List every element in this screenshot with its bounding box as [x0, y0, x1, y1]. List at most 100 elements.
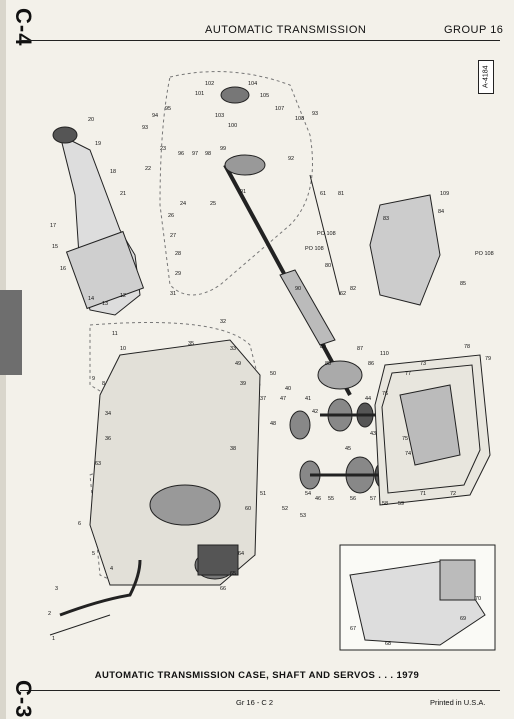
callout-100: 100: [228, 123, 237, 129]
callout-38: 38: [230, 446, 236, 452]
callout-26: 26: [168, 213, 174, 219]
servo-piston-1: [289, 410, 311, 440]
callout-15: 15: [52, 244, 58, 250]
callout-68: 68: [385, 641, 391, 647]
callout-67: 67: [350, 626, 356, 632]
callout-po108-a: PO 108: [305, 246, 324, 252]
exploded-view-diagram: 20 19 18 17 15 16 14 13 12 21 22 23 24 2…: [20, 55, 500, 655]
callout-52: 52: [282, 506, 288, 512]
oil-screen: [399, 384, 461, 466]
case-opening: [149, 484, 221, 526]
callout-105: 105: [260, 93, 269, 99]
extension-flange: [65, 230, 145, 310]
dipstick: [49, 614, 111, 636]
callout-110: 110: [380, 351, 389, 357]
callout-43: 43: [370, 431, 376, 437]
callout-24: 24: [180, 201, 186, 207]
callout-69: 69: [460, 616, 466, 622]
callout-71: 71: [420, 491, 426, 497]
callout-97: 97: [192, 151, 198, 157]
callout-28: 28: [175, 251, 181, 257]
oil-pan-rim: [381, 364, 481, 494]
bearing-top: [220, 86, 250, 104]
figure-caption: AUTOMATIC TRANSMISSION CASE, SHAFT AND S…: [94, 670, 420, 681]
servo-springs: [310, 413, 390, 477]
callout-49: 49: [235, 361, 241, 367]
callout-74: 74: [405, 451, 411, 457]
callout-4: 4: [110, 566, 113, 572]
callout-84: 84: [438, 209, 444, 215]
dashed-group-top: [159, 71, 313, 296]
callout-77: 77: [405, 371, 411, 377]
callout-18: 18: [110, 169, 116, 175]
callout-35: 35: [188, 341, 194, 347]
callout-65: 65: [230, 571, 236, 577]
callout-9: 9: [92, 376, 95, 382]
callout-57: 57: [370, 496, 376, 502]
callout-po108-b: PO 108: [317, 231, 336, 237]
callout-102: 102: [205, 81, 214, 87]
callout-92: 92: [288, 156, 294, 162]
page-header-title: AUTOMATIC TRANSMISSION: [205, 24, 367, 36]
section-tab-marker: [0, 290, 22, 375]
callout-21: 21: [120, 191, 126, 197]
callout-62: 62: [340, 291, 346, 297]
callout-108: 108: [295, 116, 304, 122]
callout-60: 60: [245, 506, 251, 512]
callout-19: 19: [95, 141, 101, 147]
corner-code-bottom: C-3: [11, 680, 36, 719]
callout-107: 107: [275, 106, 284, 112]
callout-31: 31: [170, 291, 176, 297]
callout-5: 5: [92, 551, 95, 557]
shaft-spline: [279, 269, 336, 346]
callout-91: 91: [240, 189, 246, 195]
callout-54: 54: [305, 491, 311, 497]
main-case: [89, 339, 261, 586]
callout-41: 41: [305, 396, 311, 402]
callout-46: 46: [315, 496, 321, 502]
callout-94: 94: [152, 113, 158, 119]
callout-40: 40: [285, 386, 291, 392]
callout-34: 34: [105, 411, 111, 417]
callout-3: 3: [55, 586, 58, 592]
callout-64: 64: [238, 551, 244, 557]
transmission-diagram-svg: 20 19 18 17 15 16 14 13 12 21 22 23 24 2…: [48, 71, 496, 651]
callout-59: 59: [398, 501, 404, 507]
callout-39: 39: [240, 381, 246, 387]
manual-lever-rod: [309, 174, 341, 296]
callout-8: 8: [102, 381, 105, 387]
callout-33: 33: [230, 346, 236, 352]
callout-87: 87: [357, 346, 363, 352]
callout-45: 45: [345, 446, 351, 452]
callout-103: 103: [215, 113, 224, 119]
callout-99: 99: [220, 146, 226, 152]
callout-2: 2: [48, 611, 51, 617]
pump-gear: [197, 544, 239, 576]
callout-88: 88: [325, 361, 331, 367]
callout-101: 101: [195, 91, 204, 97]
callout-47: 47: [280, 396, 286, 402]
callout-1: 1: [52, 636, 55, 642]
governor-gear: [224, 154, 266, 176]
extension-seal: [52, 126, 78, 144]
callout-14: 14: [88, 296, 94, 302]
callout-86: 86: [368, 361, 374, 367]
callout-22: 22: [145, 166, 151, 172]
callout-po108-c: PO 108: [475, 251, 494, 257]
filler-tube: [59, 559, 142, 617]
callout-82: 82: [350, 286, 356, 292]
callout-61: 61: [320, 191, 326, 197]
callout-58: 58: [382, 501, 388, 507]
callout-44: 44: [365, 396, 371, 402]
callout-12: 12: [120, 293, 126, 299]
callout-55: 55: [328, 496, 334, 502]
callout-27: 27: [170, 233, 176, 239]
callout-labels: 20 19 18 17 15 16 14 13 12 21 22 23 24 2…: [48, 81, 494, 647]
parking-rod-disc: [317, 360, 363, 390]
callout-48: 48: [270, 421, 276, 427]
callout-90: 90: [295, 286, 301, 292]
callout-79: 79: [485, 356, 491, 362]
callout-63: 63: [95, 461, 101, 467]
callout-76: 76: [382, 391, 388, 397]
footer-page-ref: Gr 16 - C 2: [236, 698, 274, 707]
